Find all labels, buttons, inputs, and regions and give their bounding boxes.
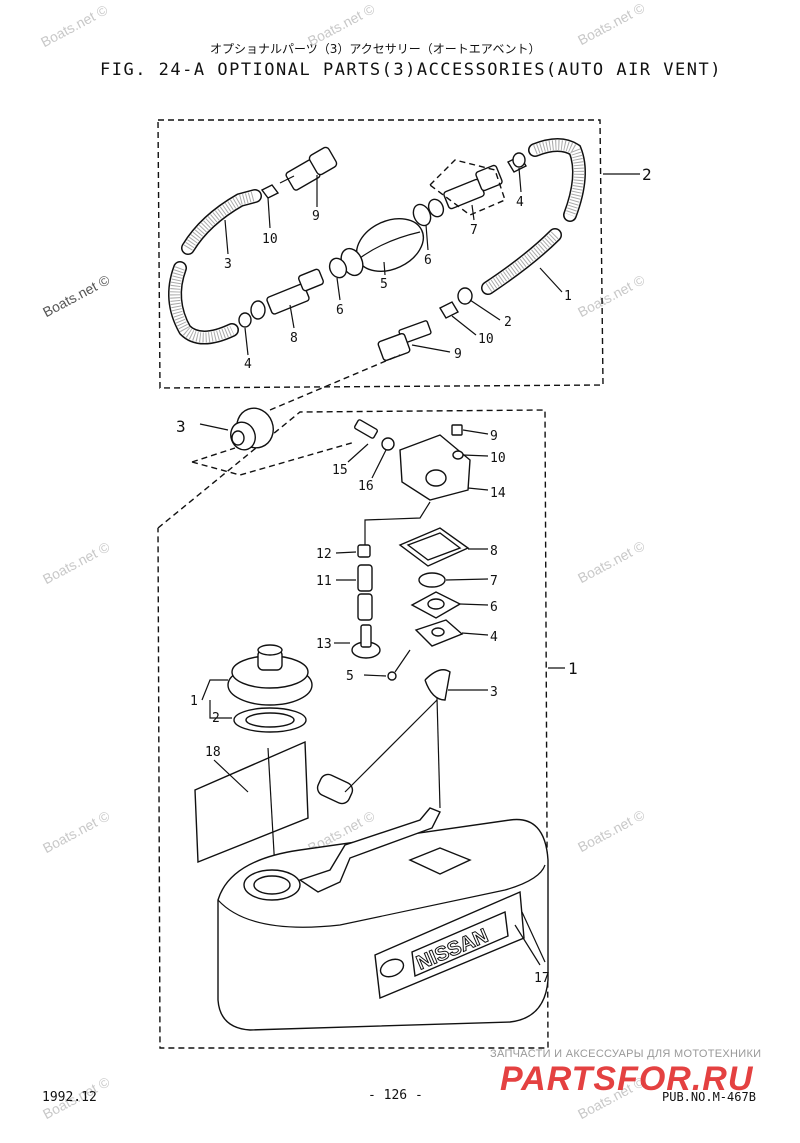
callout-hose-5: 5 xyxy=(380,277,388,292)
air-vent-assembly: 15 16 9 10 14 xyxy=(332,419,506,548)
callout-tank-9: 9 xyxy=(490,429,498,444)
callout-tank-15: 15 xyxy=(332,463,348,478)
tank-cap: 1 2 xyxy=(190,644,313,733)
callout-tank-12: 12 xyxy=(316,547,332,562)
callout-tank-1: 1 xyxy=(190,694,198,709)
print-date: 1992.12 xyxy=(42,1090,97,1105)
fuel-hose-right xyxy=(481,138,586,295)
figure-subtitle-japanese: オプショナルパーツ（3）アクセサリー（オートエアベント） xyxy=(210,42,541,56)
site-tagline: ЗАПЧАСТИ И АКСЕССУАРЫ ДЛЯ МОТОТЕХНИКИ xyxy=(490,1048,762,1060)
callout-tank-6: 6 xyxy=(490,600,498,615)
callout-hose-4: 4 xyxy=(244,357,252,372)
hose-connector-top xyxy=(260,146,338,199)
fuel-hose-left xyxy=(168,189,262,345)
check-valve-right xyxy=(443,152,527,210)
publication-number: PUB.NO.M-467B xyxy=(662,1090,756,1104)
callout-tank-8: 8 xyxy=(490,544,498,559)
callout-tank-4: 4 xyxy=(490,630,498,645)
primer-bulb xyxy=(328,198,445,279)
vent-gasket-stack: 8 7 6 4 5 3 xyxy=(346,527,498,809)
tank-group-box: 1 xyxy=(157,409,578,1049)
check-valve-left xyxy=(238,268,324,328)
fuel-gauge-parts: 12 11 13 xyxy=(316,544,381,659)
callout-tank-13: 13 xyxy=(316,637,332,652)
callout-tank-18: 18 xyxy=(205,745,221,760)
callout-hose-9b: 9 xyxy=(454,347,462,362)
callout-tank-7: 7 xyxy=(490,574,498,589)
hose-group-box: 2 xyxy=(157,119,652,389)
callout-hose-8: 8 xyxy=(290,331,298,346)
callout-hose-3: 3 xyxy=(224,257,232,272)
tank-connector-plug: 3 xyxy=(176,354,401,476)
callout-tank-14: 14 xyxy=(490,486,506,501)
callout-tank-5: 5 xyxy=(346,669,354,684)
group-label-1: 1 xyxy=(568,659,578,678)
page-number: - 126 - xyxy=(368,1088,423,1103)
callout-hose-6b: 6 xyxy=(424,253,432,268)
callout-hose-6a: 6 xyxy=(336,303,344,318)
fuel-gauge-float xyxy=(316,699,438,805)
callout-tank-17: 17 xyxy=(534,971,550,986)
hose-callouts: 9 10 3 4 8 6 5 6 7 4 1 2 10 9 xyxy=(224,159,572,372)
callout-hose-7: 7 xyxy=(470,223,478,238)
callout-hose-1: 1 xyxy=(564,289,572,304)
figure-title: FIG. 24-A OPTIONAL PARTS(3)ACCESSORIES(A… xyxy=(100,60,722,80)
callout-tank-2: 2 xyxy=(212,711,220,726)
callout-tank-11: 11 xyxy=(316,574,332,589)
callout-tank-3a: 3 xyxy=(176,417,186,436)
hose-connector-bottom xyxy=(377,287,473,362)
callout-hose-9: 9 xyxy=(312,209,320,224)
fuel-tank-body: NISSAN 17 xyxy=(217,807,550,1031)
callout-hose-10b: 10 xyxy=(478,332,494,347)
site-logo: PARTSFOR.RU xyxy=(500,1060,754,1098)
callout-tank-3b: 3 xyxy=(490,685,498,700)
callout-tank-16: 16 xyxy=(358,479,374,494)
callout-hose-2: 2 xyxy=(504,315,512,330)
callout-hose-4b: 4 xyxy=(516,195,524,210)
instruction-label: 18 xyxy=(194,740,309,871)
callout-hose-10: 10 xyxy=(262,232,278,247)
group-label-2: 2 xyxy=(642,165,652,184)
callout-tank-10: 10 xyxy=(490,451,506,466)
